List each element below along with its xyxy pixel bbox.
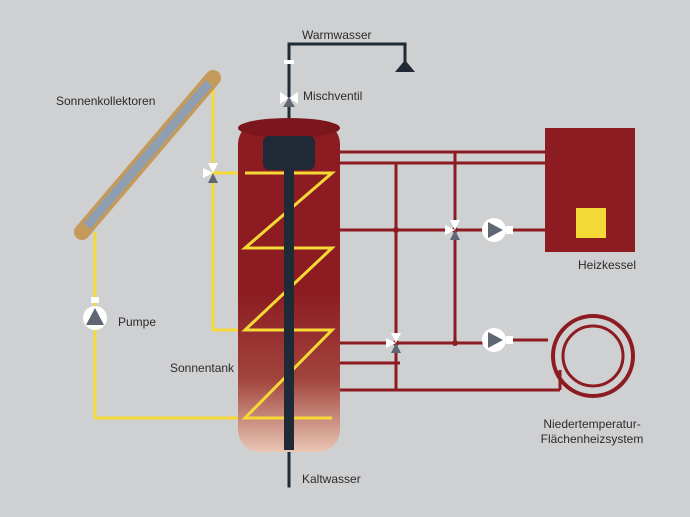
label-heizkessel: Heizkessel: [578, 258, 637, 272]
floor-heating-icon: [551, 314, 635, 398]
label-warmwasser: Warmwasser: [302, 28, 372, 42]
water-line: [287, 42, 407, 488]
boiler-icon: [545, 128, 635, 252]
solar-pump-icon: [83, 297, 107, 330]
heating-circuit: [336, 150, 562, 392]
solar-collector-icon: [74, 70, 221, 240]
label-niedertemperatur-line1: Niedertemperatur-: [543, 417, 641, 431]
tap-icon: [395, 60, 415, 72]
label-mischventil: Mischventil: [303, 89, 363, 103]
label-sonnentank: Sonnentank: [170, 361, 235, 375]
label-pumpe: Pumpe: [118, 315, 157, 329]
three-way-valve-icon: [203, 60, 460, 353]
floor-heating-pump-icon: [482, 328, 513, 352]
label-kaltwasser: Kaltwasser: [302, 472, 361, 486]
tank-hot-water-pipe: [263, 136, 315, 450]
label-niedertemperatur-line2: Flächenheizsystem: [540, 432, 644, 446]
junction-dots: [393, 227, 458, 346]
label-sonnenkollektoren: Sonnenkollektoren: [56, 94, 156, 108]
heating-pump-icon: [482, 218, 513, 242]
